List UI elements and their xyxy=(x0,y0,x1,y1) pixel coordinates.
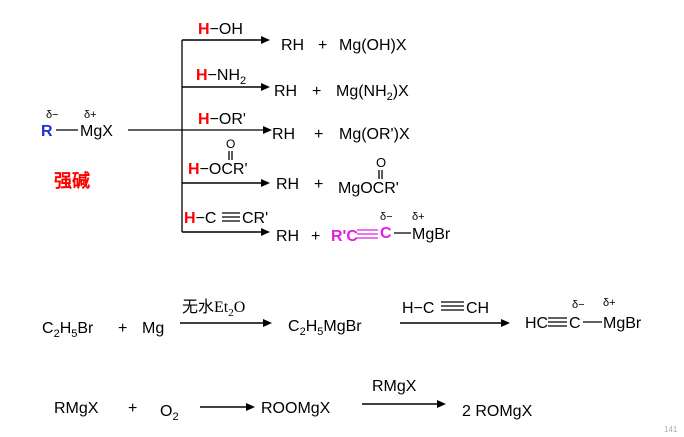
ethynyl-hc: HC xyxy=(525,315,548,332)
eq1-arrow-head-2 xyxy=(501,319,510,327)
product-mg-carboxylate: MgOCR' xyxy=(338,180,399,197)
magnesium: Mg xyxy=(142,320,164,337)
strong-base-label: 强碱 xyxy=(54,170,90,192)
plus-3: + xyxy=(314,126,323,143)
page-number: 141 xyxy=(664,425,678,434)
reagent-ammonia: H−NH2 xyxy=(196,67,246,87)
product-mgorx: Mg(OR')X xyxy=(339,126,410,143)
plus-4: + xyxy=(314,176,323,193)
eq1-arrow-head-1 xyxy=(263,319,272,327)
reagent-alkyne-end: CR' xyxy=(242,210,268,227)
product-alkynyl-mgbr: MgBr xyxy=(412,226,451,243)
product-rh-2: RH xyxy=(274,83,297,100)
condition-anhydrous-ether: 无水Et2O xyxy=(182,297,245,319)
branch-arrow-head-5 xyxy=(261,228,270,236)
ethyl-bromide: C2H5Br xyxy=(42,320,94,340)
partial-plus-mg: δ+ xyxy=(84,109,97,121)
eq1-partial-minus: δ− xyxy=(572,299,585,311)
ethylmagnesium-bromide: C2H5MgBr xyxy=(288,318,362,338)
partial-minus-r: δ− xyxy=(46,109,59,121)
branch-arrow-head-2 xyxy=(261,83,270,91)
ethynyl-mgbr: MgBr xyxy=(603,315,642,332)
product-rh-4: RH xyxy=(276,176,299,193)
ethynyl-c: C xyxy=(569,315,581,332)
plus-5: + xyxy=(311,228,320,245)
eq1-partial-plus: δ+ xyxy=(603,297,616,309)
product-rh-1: RH xyxy=(281,37,304,54)
eq2-arrow-head-2 xyxy=(437,400,446,408)
carbonyl-o-reagent: O xyxy=(226,137,235,151)
product-alkynyl-c: C xyxy=(380,225,392,242)
product-alkynyl-rc: R'C xyxy=(331,228,358,245)
product-mgnh2x: Mg(NH2)X xyxy=(336,83,409,103)
partial-minus-alkynyl: δ− xyxy=(380,211,393,223)
reagent-water: H−OH xyxy=(198,21,243,38)
branch-arrow-head-3 xyxy=(263,126,272,134)
reagent-alcohol: H−OR' xyxy=(198,111,246,128)
eq2-rmgx: RMgX xyxy=(54,400,99,417)
reagent-carboxylic-acid: H−OCR' xyxy=(188,161,248,178)
peroxide-product: ROOMgX xyxy=(261,400,331,417)
branch-arrow-head-4 xyxy=(261,179,270,187)
r-group: R xyxy=(41,123,53,140)
reagent-alkyne: H−C xyxy=(184,210,216,227)
alkoxide-product: 2 ROMgX xyxy=(462,403,533,420)
product-rh-5: RH xyxy=(276,228,299,245)
eq1-plus: + xyxy=(118,320,127,337)
oxygen: O2 xyxy=(160,403,179,423)
eq2-arrow-head-1 xyxy=(246,403,255,411)
acetylene-reagent: H−C xyxy=(402,300,434,317)
plus-1: + xyxy=(318,37,327,54)
eq2-plus: + xyxy=(128,400,137,417)
plus-2: + xyxy=(312,83,321,100)
mgx-label: MgX xyxy=(80,123,113,140)
partial-plus-alkynyl: δ+ xyxy=(412,211,425,223)
eq2-reagent-rmgx: RMgX xyxy=(372,378,417,395)
product-rh-3: RH xyxy=(272,126,295,143)
product-mgohx: Mg(OH)X xyxy=(339,37,407,54)
carbonyl-o-product: O xyxy=(376,155,386,170)
branch-arrow-head-1 xyxy=(261,36,270,44)
acetylene-end: CH xyxy=(466,300,489,317)
